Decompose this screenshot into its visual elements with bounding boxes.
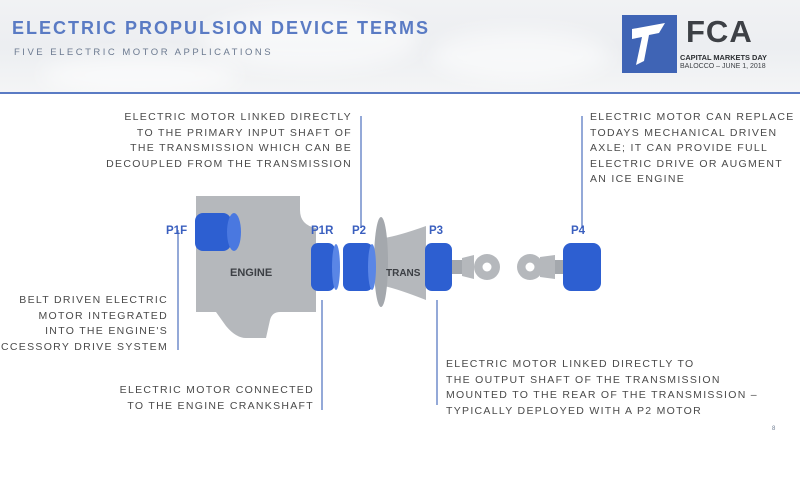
label-p2: P2 [352, 225, 367, 237]
description-line: ELECTRIC MOTOR LINKED DIRECTLY TO [446, 358, 695, 370]
p1f-motor-face [227, 213, 241, 251]
engine-label: ENGINE [230, 267, 272, 279]
sky-cloud [40, 55, 240, 93]
description-line: TYPICALLY DEPLOYED WITH A P2 MOTOR [446, 404, 703, 417]
header-divider [0, 92, 800, 94]
description-line: ELECTRIC DRIVE OR AUGMENT [590, 157, 783, 170]
description-line: ACCESSORY DRIVE SYSTEM [0, 340, 168, 353]
description-line: ELECTRIC MOTOR CONNECTED [119, 384, 314, 396]
description-line: TO THE PRIMARY INPUT SHAFT OF [136, 126, 352, 139]
description-line: BELT DRIVEN ELECTRIC [19, 294, 168, 306]
description-line: THE OUTPUT SHAFT OF THE TRANSMISSION [446, 373, 721, 386]
event-location-date: BALOCCO – JUNE 1, 2018 [680, 63, 766, 70]
transmission-housing [378, 226, 426, 300]
p4-description: ELECTRIC MOTOR CAN REPLACE TODAYS MECHAN… [590, 110, 795, 188]
p1r-motor-face [332, 244, 340, 290]
fca-flag-icon [622, 15, 677, 73]
description-line: DECOUPLED FROM THE TRANSMISSION [106, 157, 352, 170]
output-shaft [452, 260, 462, 274]
description-line: THE TRANSMISSION WHICH CAN BE [130, 142, 352, 154]
label-p1r: P1R [311, 225, 334, 237]
p1f-description: BELT DRIVEN ELECTRIC MOTOR INTEGRATED IN… [0, 293, 168, 355]
page-number: 8 [772, 426, 776, 432]
p1r-motor [311, 243, 335, 291]
transmission-bell-face [374, 217, 388, 307]
sky-cloud [430, 30, 610, 80]
page-title: ELECTRIC PROPULSION DEVICE TERMS [12, 18, 431, 38]
rear-flange [540, 255, 555, 279]
description-line: ELECTRIC MOTOR CAN REPLACE [590, 111, 795, 123]
page-subtitle: FIVE ELECTRIC MOTOR APPLICATIONS [14, 47, 274, 58]
trans-label: TRANS [386, 268, 421, 279]
description-line: MOUNTED TO THE REAR OF THE TRANSMISSION … [446, 389, 758, 401]
description-line: INTO THE ENGINE'S [45, 325, 168, 337]
label-p1f: P1F [166, 225, 188, 237]
label-p3: P3 [429, 225, 444, 237]
output-flange [462, 255, 474, 279]
p4-motor [563, 243, 601, 291]
output-joint-hole [482, 262, 492, 272]
p1r-description: ELECTRIC MOTOR CONNECTED TO THE ENGINE C… [120, 383, 314, 414]
label-p4: P4 [571, 225, 586, 237]
sky-cloud [200, 10, 420, 70]
description-line: TO THE ENGINE CRANKSHAFT [127, 399, 314, 412]
fca-brand-text: FCA [686, 14, 753, 49]
p2-motor-face [368, 244, 376, 290]
fca-logo: FCA CAPITAL MARKETS DAY BALOCCO – JUNE 1… [622, 15, 797, 75]
event-name: CAPITAL MARKETS DAY [680, 53, 767, 62]
p2-motor [343, 243, 373, 291]
description-line: ELECTRIC MOTOR LINKED DIRECTLY [124, 111, 352, 123]
rear-shaft [555, 260, 565, 274]
p3-motor [425, 243, 452, 291]
description-line: TODAYS MECHANICAL DRIVEN [590, 126, 778, 139]
description-line: AN ICE ENGINE [590, 173, 686, 185]
description-line: MOTOR INTEGRATED [38, 309, 168, 322]
p2-description: ELECTRIC MOTOR LINKED DIRECTLY TO THE PR… [106, 110, 352, 172]
description-line: AXLE; IT CAN PROVIDE FULL [590, 142, 769, 154]
rear-joint-hole [525, 262, 535, 272]
p3-description: ELECTRIC MOTOR LINKED DIRECTLY TO THE OU… [446, 357, 758, 419]
p1f-motor [195, 213, 231, 251]
